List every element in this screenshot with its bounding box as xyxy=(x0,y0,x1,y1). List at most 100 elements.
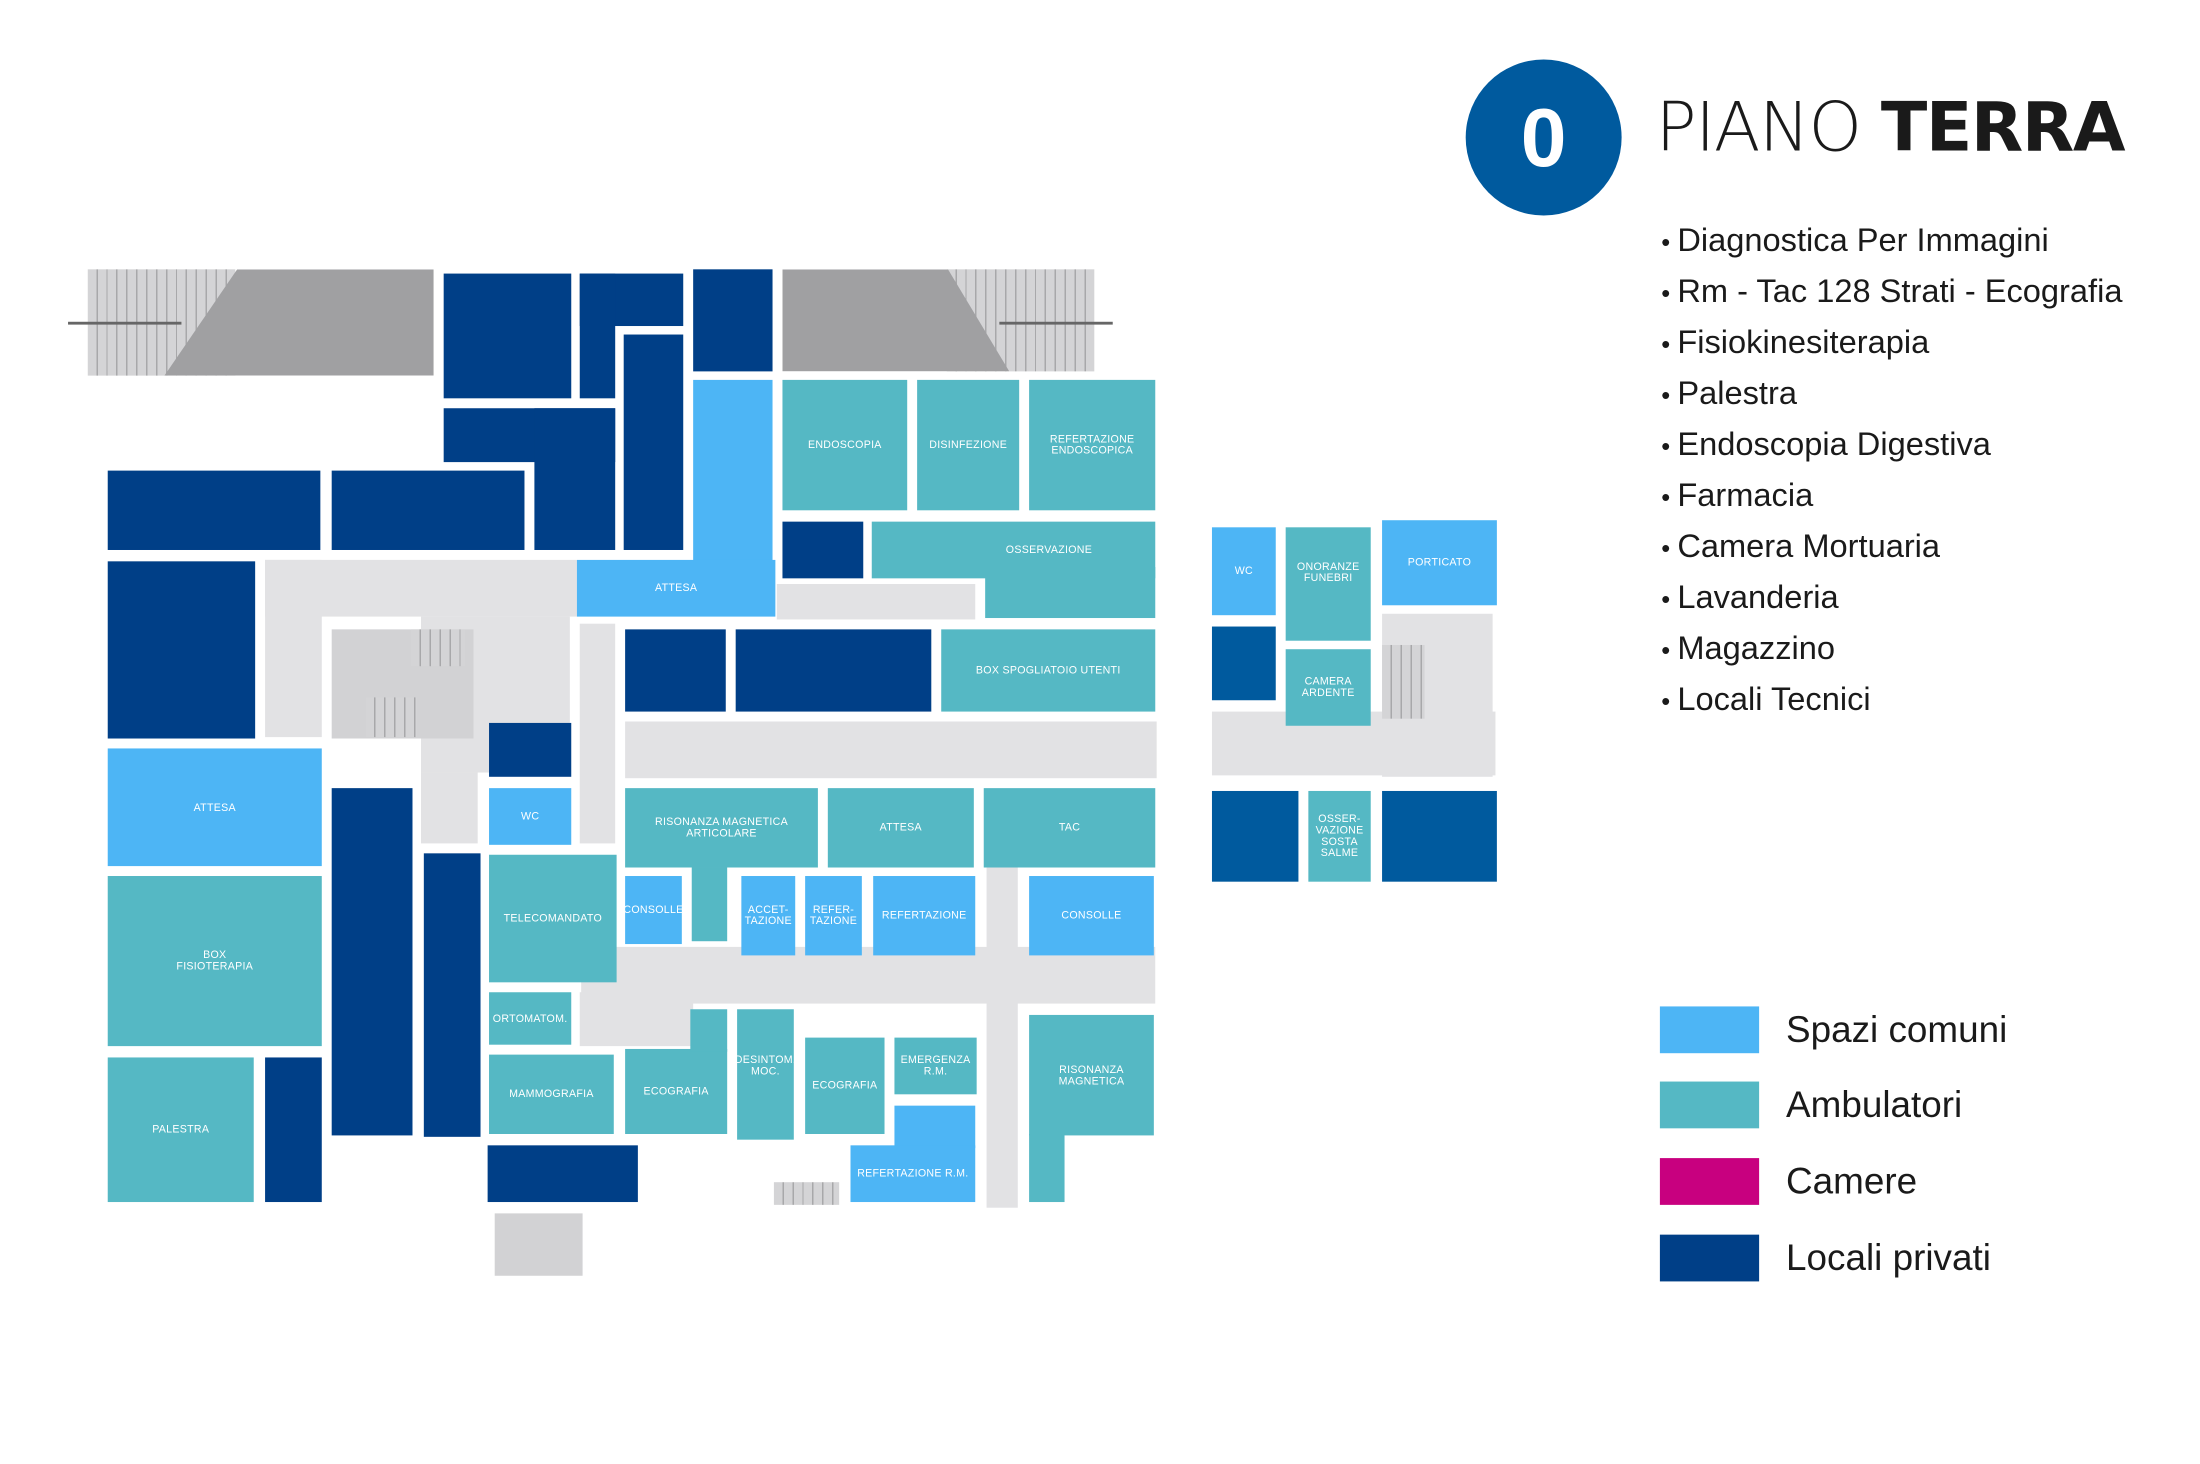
room-ecografia-1-ext xyxy=(690,1009,728,1052)
room-mammografia: MAMMOGRAFIA xyxy=(489,1054,614,1134)
private-room xyxy=(107,470,321,550)
room-label: OSSERVAZIONE xyxy=(1005,542,1093,556)
room-box-spogliatoio: BOX SPOGLIATOIO UTENTI xyxy=(941,629,1156,712)
room-consolle-1: CONSOLLE xyxy=(623,876,684,945)
legend-item-camere: Camere xyxy=(1659,1158,1918,1205)
private-room xyxy=(735,629,932,712)
private-room xyxy=(331,788,413,1136)
room-label: PORTICATO xyxy=(1407,555,1472,569)
arrow-right-icon xyxy=(999,321,1113,324)
service-item: Fisiokinesiterapia xyxy=(1661,318,2122,369)
room-refertazione-small: REFER-TAZIONE xyxy=(805,876,862,956)
room-wc-annex: WC xyxy=(1211,527,1276,616)
room-risonanza-magnetica: RISONANZA MAGNETICA xyxy=(1029,1014,1154,1136)
private-room xyxy=(693,269,773,372)
services-list: Diagnostica Per Immagini Rm - Tac 128 St… xyxy=(1661,215,2122,725)
service-item: Magazzino xyxy=(1661,624,2122,675)
legend-label: Ambulatori xyxy=(1786,1082,1963,1126)
private-room xyxy=(423,853,481,1137)
room-refertazione: REFERTAZIONE xyxy=(873,876,976,956)
legend-item-locali-privati: Locali privati xyxy=(1659,1234,1991,1282)
room-wc: WC xyxy=(489,788,572,845)
room-label: ORTOMATOM. xyxy=(492,1011,568,1025)
room-rm-articolare-ext xyxy=(691,867,728,942)
page-title: PIANO TERRA xyxy=(1655,87,2126,168)
staircase-annex xyxy=(1382,644,1425,719)
room-osservazione: OSSERVAZIONE xyxy=(871,521,1156,579)
private-room xyxy=(107,561,256,739)
room-tac: TAC xyxy=(983,788,1156,868)
room-disinfezione: DISINFEZIONE xyxy=(917,379,1020,511)
room-refertazione-rm-upper xyxy=(894,1105,976,1149)
room-emergenza-rm: EMERGENZA R.M. xyxy=(894,1037,977,1095)
room-attesa-top: ATTESA xyxy=(576,559,776,617)
title-light: PIANO xyxy=(1655,87,1862,168)
corridor xyxy=(579,992,694,1047)
title-bold: TERRA xyxy=(1880,87,2126,168)
room-label: ECOGRAFIA xyxy=(643,1084,709,1098)
room-attesa-left: ATTESA xyxy=(107,748,322,867)
room-label: ACCET-TAZIONE xyxy=(744,902,792,928)
staircase xyxy=(773,1182,840,1205)
corridor xyxy=(776,584,976,620)
corridor xyxy=(579,623,616,844)
private-room xyxy=(1211,626,1276,701)
legend-swatch xyxy=(1659,1006,1760,1054)
room-osservazione-salme: OSSER-VAZIONE SOSTA SALME xyxy=(1308,790,1371,882)
staircase xyxy=(494,1213,583,1276)
room-label: ENDOSCOPIA xyxy=(807,438,882,451)
legend-label: Camere xyxy=(1786,1159,1918,1203)
room-label: REFERTAZIONE R.M. xyxy=(857,1166,969,1180)
service-item: Diagnostica Per Immagini xyxy=(1661,215,2122,266)
room-label: ATTESA xyxy=(193,800,236,813)
room-label: TAC xyxy=(1058,820,1081,834)
legend-swatch xyxy=(1659,1234,1760,1282)
floor-number: 0 xyxy=(1520,91,1567,184)
room-label: OSSER-VAZIONE SOSTA SALME xyxy=(1315,812,1364,860)
private-room xyxy=(625,629,726,712)
room-label: REFERTAZIONE xyxy=(881,908,967,922)
room-label: EMERGENZA R.M. xyxy=(900,1053,971,1078)
staircase-steps xyxy=(411,629,465,667)
service-item: Farmacia xyxy=(1661,471,2122,522)
room-telecomandato: TELECOMANDATO xyxy=(489,854,617,983)
service-item: Rm - Tac 128 Strati - Ecografia xyxy=(1661,266,2122,317)
room-label: CONSOLLE xyxy=(623,902,684,916)
room-label: WC xyxy=(520,809,540,823)
private-room xyxy=(443,273,572,399)
room-label: BOX FISIOTERAPIA xyxy=(176,948,254,973)
room-label: TELECOMANDATO xyxy=(503,911,603,925)
room-attesa-mid: ATTESA xyxy=(827,788,974,868)
private-room xyxy=(265,1057,322,1203)
room-label: WC xyxy=(1234,564,1254,577)
private-room xyxy=(782,521,864,579)
legend-label: Locali privati xyxy=(1786,1236,1991,1279)
service-item: Locali Tecnici xyxy=(1661,675,2122,726)
corridor xyxy=(265,559,322,738)
room-ortomatom: ORTOMATOM. xyxy=(489,992,572,1045)
corridor xyxy=(986,867,1018,1208)
arrow-left-icon xyxy=(68,321,182,324)
private-room xyxy=(489,722,572,777)
room-palestra: PALESTRA xyxy=(107,1057,254,1203)
room-label: CAMERA ARDENTE xyxy=(1301,674,1355,699)
service-item: Palestra xyxy=(1661,369,2122,420)
room-camera-ardente: CAMERA ARDENTE xyxy=(1285,649,1371,726)
room-label: BOX SPOGLIATOIO UTENTI xyxy=(975,663,1121,677)
room-onoranze-funebri: ONORANZE FUNEBRI xyxy=(1285,527,1371,641)
room-label: RISONANZA MAGNETICA ARTICOLARE xyxy=(655,815,788,840)
staircase-steps xyxy=(365,697,417,738)
room-porticato: PORTICATO xyxy=(1382,520,1497,606)
room-rm-articolare: RISONANZA MAGNETICA ARTICOLARE xyxy=(625,788,818,868)
room-label: CONSOLLE xyxy=(1061,908,1122,922)
room-box-fisioterapia: BOX FISIOTERAPIA xyxy=(107,876,322,1047)
room-label: RISONANZA MAGNETICA xyxy=(1058,1062,1125,1087)
room-endoscopia: ENDOSCOPIA xyxy=(782,379,908,511)
legend-label: Spazi comuni xyxy=(1786,1007,2008,1051)
private-room xyxy=(331,470,525,550)
service-item: Endoscopia Digestiva xyxy=(1661,420,2122,471)
private-room xyxy=(623,334,684,550)
room-label: ECOGRAFIA xyxy=(812,1078,878,1092)
legend-item-ambulatori: Ambulatori xyxy=(1659,1081,1963,1129)
